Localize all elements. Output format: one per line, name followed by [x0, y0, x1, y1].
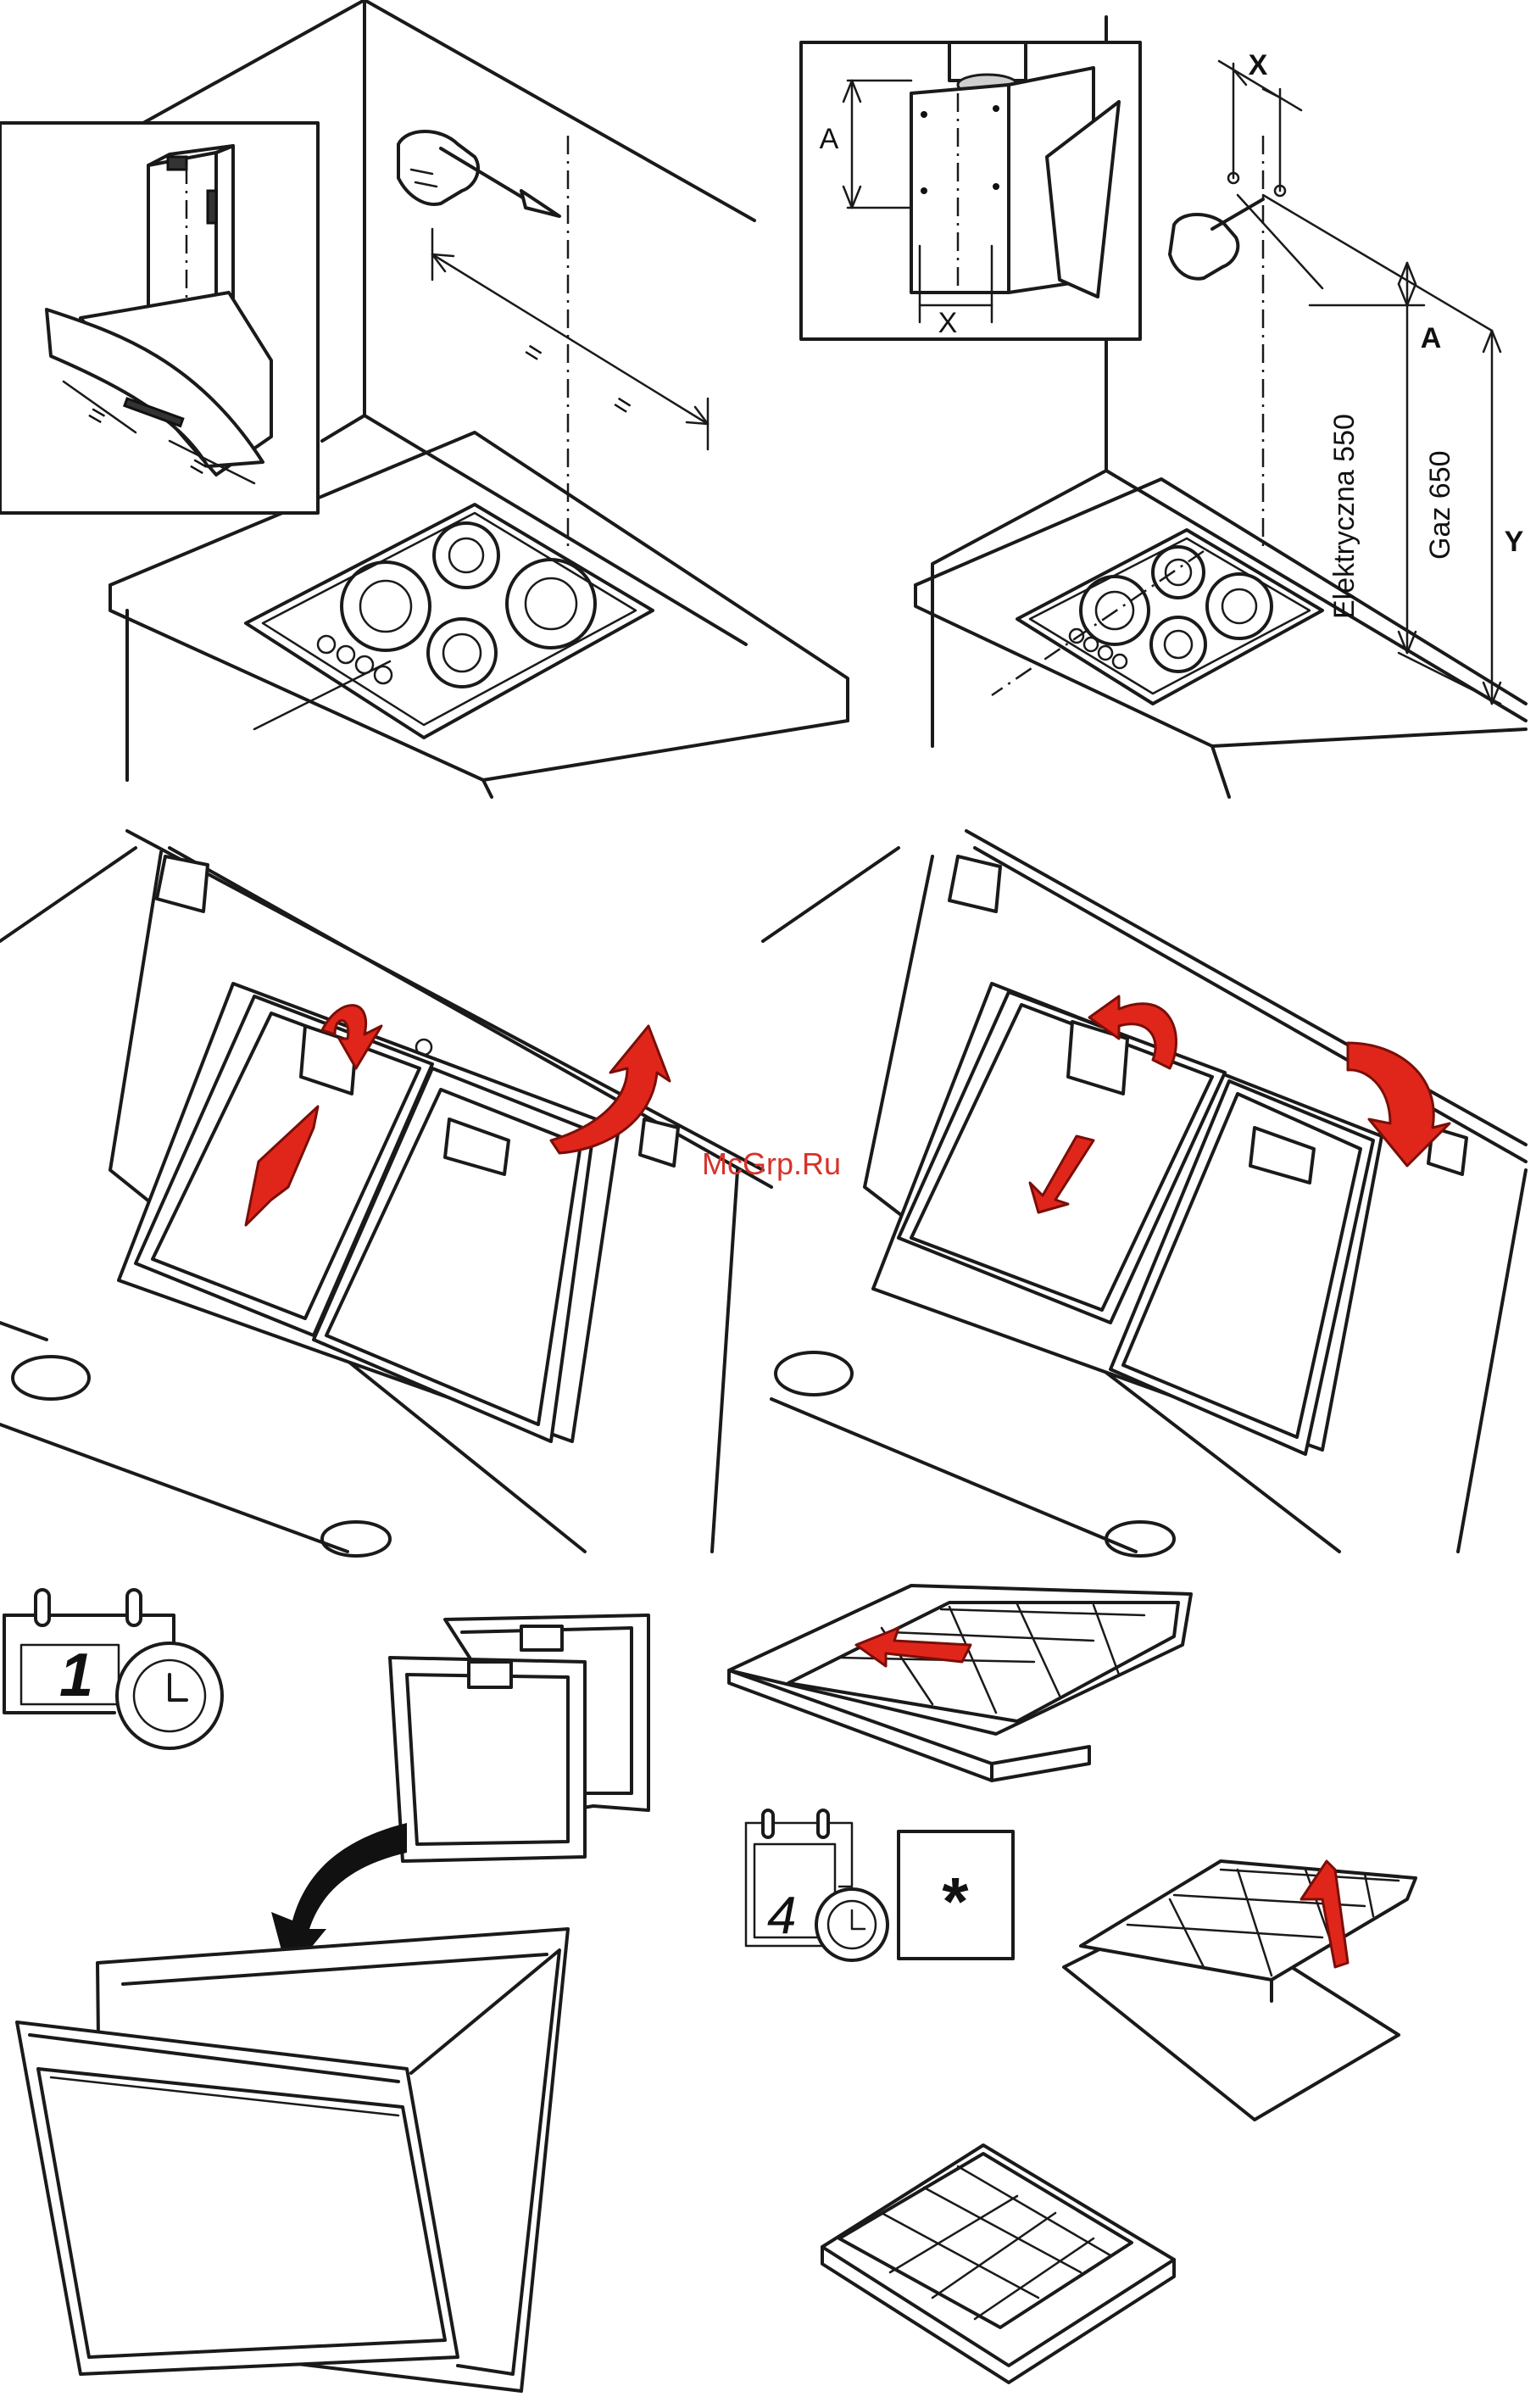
watermark-text: McGrp.Ru	[702, 1146, 841, 1181]
inset-dimension-x-label: X	[938, 307, 958, 339]
inset-dimension-a-label: A	[820, 123, 839, 155]
filter-symbol: *	[942, 1864, 969, 1939]
charcoal-filter-install	[1064, 1861, 1416, 2120]
panel-bottom-right-charcoal-filter: 4 *	[729, 1586, 1416, 2383]
inset-hood-chimney: A X	[801, 42, 1140, 339]
equal-mark-right: =	[607, 387, 638, 424]
charcoal-filter-top	[729, 1586, 1191, 1781]
dishwasher	[17, 1929, 568, 2391]
hand-pencil-icon	[398, 131, 559, 216]
panel-top-right-distances: X A Y Elektryczna 550 Gaz 650 A X	[801, 17, 1526, 797]
dimension-y-label: Y	[1505, 526, 1524, 558]
hob-right	[1017, 530, 1322, 704]
panel-middle-right-filter-install	[763, 831, 1526, 1556]
panel-bottom-left-dishwasher: 1	[4, 1590, 648, 2391]
gas-hob-distance-label: Gaz 650	[1424, 450, 1456, 560]
dimension-x-label: X	[1249, 49, 1268, 81]
calendar-number-one: 1	[59, 1642, 93, 1709]
metal-filters	[390, 1615, 648, 1861]
panel-middle-left-filter-removal	[0, 831, 771, 1556]
equal-mark-left: =	[518, 335, 549, 371]
calendar-icon-one-month: 1	[4, 1590, 222, 1748]
calendar-number-four: 4	[767, 1887, 796, 1945]
calendar-icon-four-months: 4	[746, 1810, 888, 1960]
hand-pencil-icon-right	[1170, 199, 1263, 279]
panel-top-left-installation: = = = =	[0, 0, 848, 797]
charcoal-filter-installed	[822, 2145, 1174, 2383]
dimension-a-label: A	[1421, 322, 1442, 354]
inset-hood: = =	[0, 123, 318, 513]
filter-symbol-box: *	[899, 1831, 1013, 1959]
electric-hob-distance-label: Elektryczna 550	[1328, 414, 1361, 619]
